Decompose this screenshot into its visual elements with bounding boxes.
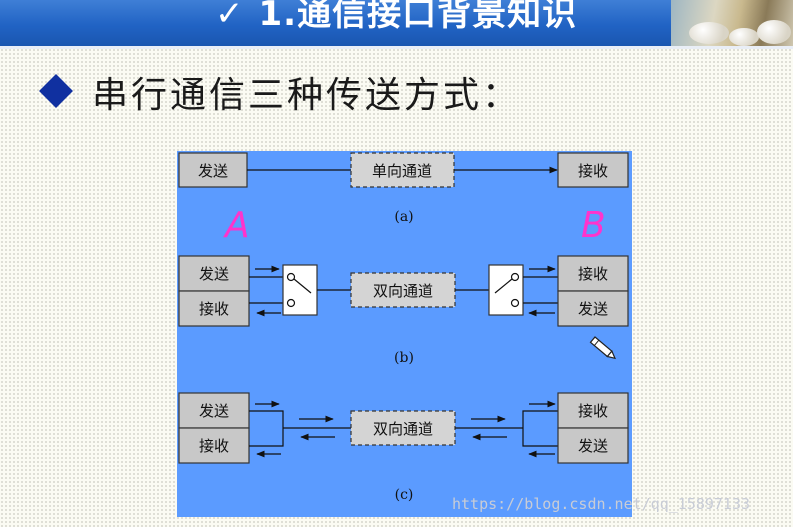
panel-c-right-loop <box>522 410 558 447</box>
panel-a-channel-box <box>350 152 455 188</box>
panel-c-channel-label: 双向通道 <box>373 420 433 438</box>
panel-b-caption: (b) <box>394 350 414 366</box>
panel-b-right-switch-blade <box>494 278 513 294</box>
csdn-watermark: https://blog.csdn.net/qq_15897133 <box>452 495 751 513</box>
panel-b-right-switch <box>488 264 524 316</box>
panel-a-receive-label: 接收 <box>578 162 608 180</box>
annotation-a: A <box>223 205 250 246</box>
panel-b-left-send-label: 发送 <box>199 265 229 283</box>
panel-b-right-send-box <box>557 290 629 327</box>
panel-a-channel-label: 单向通道 <box>372 162 432 180</box>
slide-heading: 串行通信三种传送方式： <box>39 66 522 126</box>
slide-title-text: 1.通信接口背景知识 <box>258 0 578 34</box>
panel-c-right-send-label: 发送 <box>578 437 608 455</box>
annotation-b: B <box>581 205 606 246</box>
panel-b-right-switch-contact-bottom <box>510 298 520 308</box>
panel-b-channel-box <box>350 272 456 308</box>
panel-b-left-switch-contact-bottom <box>286 298 296 308</box>
panel-b-left-send-box <box>178 255 250 292</box>
panel-c-full-duplex: 发送 接收 双向通道 接收 发送 (c) <box>178 392 629 503</box>
slide-header: ✓ 1.通信接口背景知识 <box>0 0 793 49</box>
panel-b-left-switch <box>282 264 318 316</box>
diagram-background <box>177 151 632 517</box>
panel-c-right-send-box <box>557 427 629 464</box>
panel-b-left-receive-label: 接收 <box>199 300 229 318</box>
pen-cursor-icon <box>589 336 616 360</box>
panel-c-left-receive-label: 接收 <box>199 437 229 455</box>
panel-b-left-switch-contact-top <box>286 272 296 282</box>
slide-heading-text: 串行通信三种传送方式： <box>92 75 522 116</box>
panel-c-left-receive-box <box>178 427 250 464</box>
panel-b-channel-label: 双向通道 <box>373 282 433 300</box>
panel-c-left-send-label: 发送 <box>199 402 229 420</box>
panel-a-receive-box <box>557 152 629 188</box>
check-mark-icon: ✓ <box>215 0 245 34</box>
header-decorative-photo <box>671 0 793 46</box>
panel-a-send-box <box>178 152 248 188</box>
panel-c-caption: (c) <box>395 487 414 503</box>
panel-b-left-switch-blade <box>293 278 312 294</box>
panel-c-channel-box <box>350 410 456 446</box>
panel-c-right-receive-label: 接收 <box>578 402 608 420</box>
transmission-modes-diagram: 发送 单向通道 接收 (a) A B 发送 接收 双向通道 <box>177 151 632 517</box>
slide-title: ✓ 1.通信接口背景知识 <box>215 0 577 36</box>
panel-b-right-send-label: 发送 <box>578 300 608 318</box>
panel-b-right-switch-contact-top <box>510 272 520 282</box>
panel-b-half-duplex: 发送 接收 双向通道 接收 发送 (b) <box>178 255 629 366</box>
panel-a-caption: (a) <box>394 209 413 225</box>
panel-a-simplex: 发送 单向通道 接收 (a) <box>178 152 629 225</box>
panel-b-right-receive-label: 接收 <box>578 265 608 283</box>
panel-a-send-label: 发送 <box>198 162 228 180</box>
panel-b-right-receive-box <box>557 255 629 292</box>
panel-b-left-receive-box <box>178 290 250 327</box>
handwritten-annotations: A B <box>223 205 606 246</box>
diamond-bullet-icon <box>39 74 73 108</box>
